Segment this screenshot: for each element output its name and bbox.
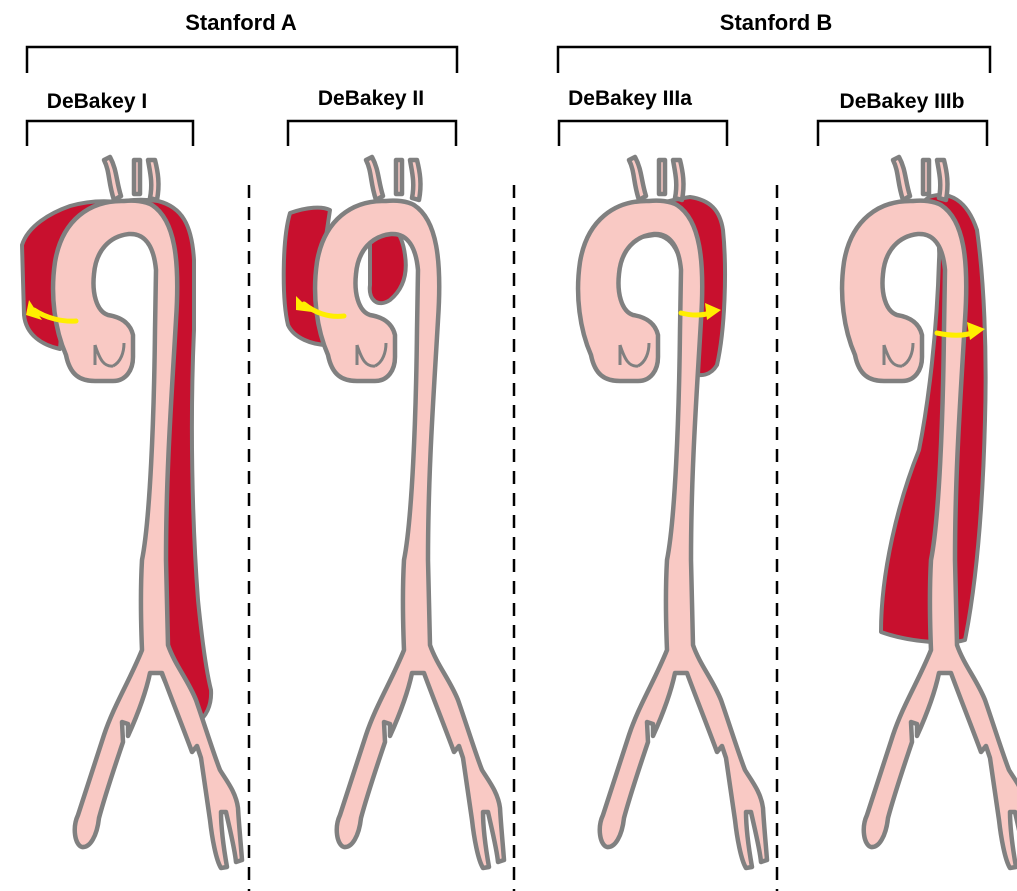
debakey-i-label: DeBakey I [47,90,147,113]
stanford-a-bracket [27,47,457,73]
debakey-i-bracket [27,121,193,146]
debakey-iiib-bracket [818,121,987,146]
debakey-iiia-bracket [559,121,727,146]
debakey-ii-bracket [288,121,456,146]
debakey-ii-label: DeBakey II [318,87,424,110]
debakey-iiia-label: DeBakey IIIa [568,87,692,110]
stanford-a-label: Stanford A [185,10,297,35]
stanford-b-bracket [558,47,990,73]
debakey-iiib-aorta-icon [842,157,1017,868]
false-lumen-shape [22,200,211,723]
debakey-ii-aorta-icon [284,157,504,868]
stanford-b-label: Stanford B [720,10,832,35]
debakey-iiia-aorta-icon [578,157,767,868]
debakey-iiib-label: DeBakey IIIb [840,90,965,113]
debakey-i-aorta-icon [22,157,242,868]
